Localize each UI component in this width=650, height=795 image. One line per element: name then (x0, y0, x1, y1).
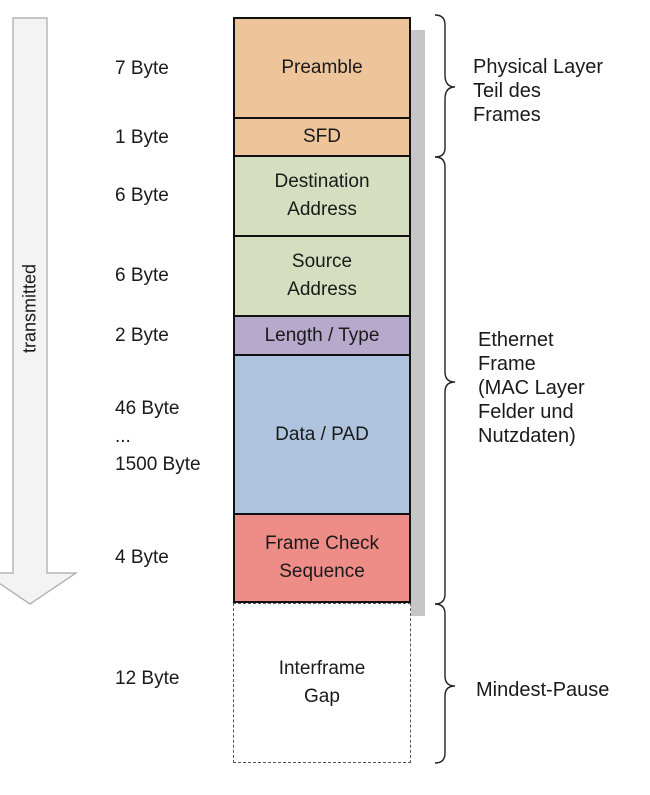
label-ethernet-frame: Ethernet Frame (MAC Layer Felder und Nut… (478, 329, 585, 447)
field-destination-address: Destination Address (233, 155, 411, 237)
label-physical-layer: Physical Layer Teil des Frames (473, 56, 604, 126)
size-data-min: 46 Byte (115, 398, 180, 419)
field-source-address: Source Address (233, 235, 411, 317)
field-preamble: Preamble (233, 17, 411, 119)
size-data-ellipsis: ... (115, 426, 131, 447)
brace-ethernet (434, 156, 456, 605)
transmitted-label: transmitted (19, 263, 40, 354)
braces (434, 14, 456, 764)
brace-physical (434, 14, 456, 158)
transmitted-arrow (0, 17, 78, 605)
size-length-type: 2 Byte (115, 325, 169, 346)
size-source: 6 Byte (115, 265, 169, 286)
label-mindest-pause: Mindest-Pause (476, 679, 610, 701)
field-length-type: Length / Type (233, 315, 411, 356)
size-preamble: 7 Byte (115, 58, 169, 79)
size-sfd: 1 Byte (115, 127, 169, 148)
brace-pause (434, 603, 456, 764)
field-frame-check-sequence: Frame Check Sequence (233, 513, 411, 603)
field-sfd: SFD (233, 117, 411, 157)
size-data-max: 1500 Byte (115, 454, 201, 475)
size-interframe-gap: 12 Byte (115, 668, 180, 689)
field-interframe-gap: Interframe Gap (233, 603, 411, 763)
size-destination: 6 Byte (115, 185, 169, 206)
size-fcs: 4 Byte (115, 547, 169, 568)
field-data-pad: Data / PAD (233, 354, 411, 515)
